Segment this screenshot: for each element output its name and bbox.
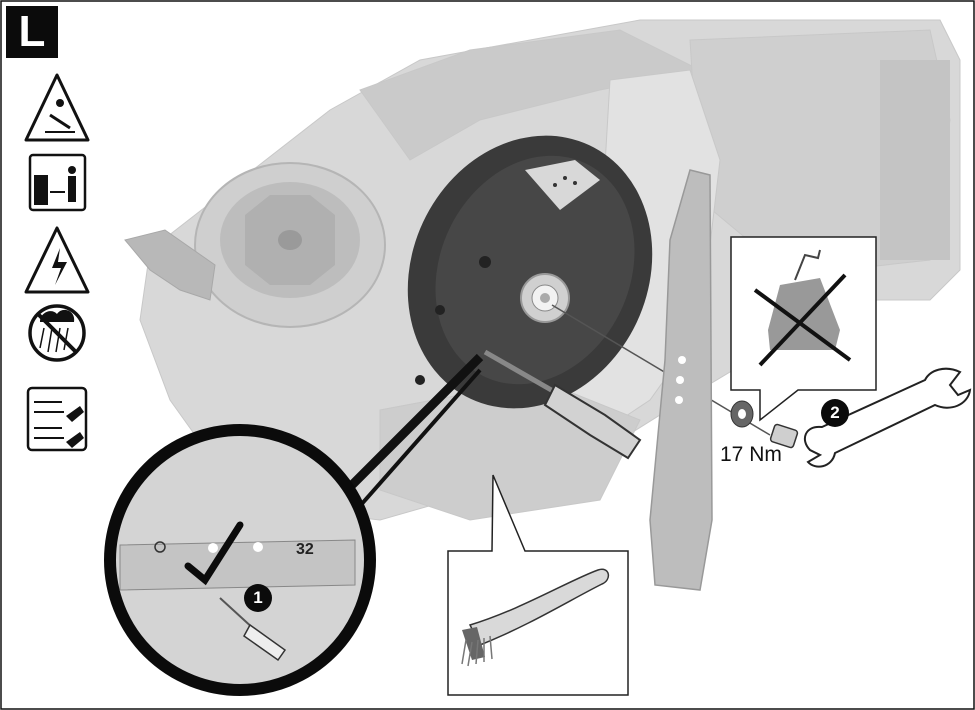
panel-letter: L	[6, 6, 58, 58]
magnifier-connector-bottom	[350, 368, 482, 517]
wrench	[803, 367, 972, 468]
magnified-blade-alignment-inset	[104, 424, 376, 696]
keep-distance-icon	[28, 153, 87, 212]
mower-blade	[649, 169, 713, 591]
no-rain-icon	[28, 304, 86, 362]
cleaning-brush-inset	[447, 474, 629, 696]
screwdriver	[483, 349, 642, 460]
no-lubricant-inset	[730, 236, 877, 422]
handle-clip	[124, 229, 216, 301]
blade-drive-disc	[407, 135, 653, 409]
washer	[730, 400, 754, 428]
blade-size-mark: 32	[296, 541, 314, 558]
blade-bolt	[769, 423, 799, 449]
thrown-objects-warning-icon	[24, 73, 90, 142]
electric-shock-warning-icon	[24, 226, 90, 294]
front-wheel	[194, 162, 386, 328]
step-2-badge: 2	[821, 399, 849, 427]
step-1-badge: 1	[244, 584, 272, 612]
magnifier-connector-top	[336, 353, 484, 501]
read-manual-icon	[26, 386, 88, 452]
torque-label: 17 Nm	[720, 443, 782, 466]
